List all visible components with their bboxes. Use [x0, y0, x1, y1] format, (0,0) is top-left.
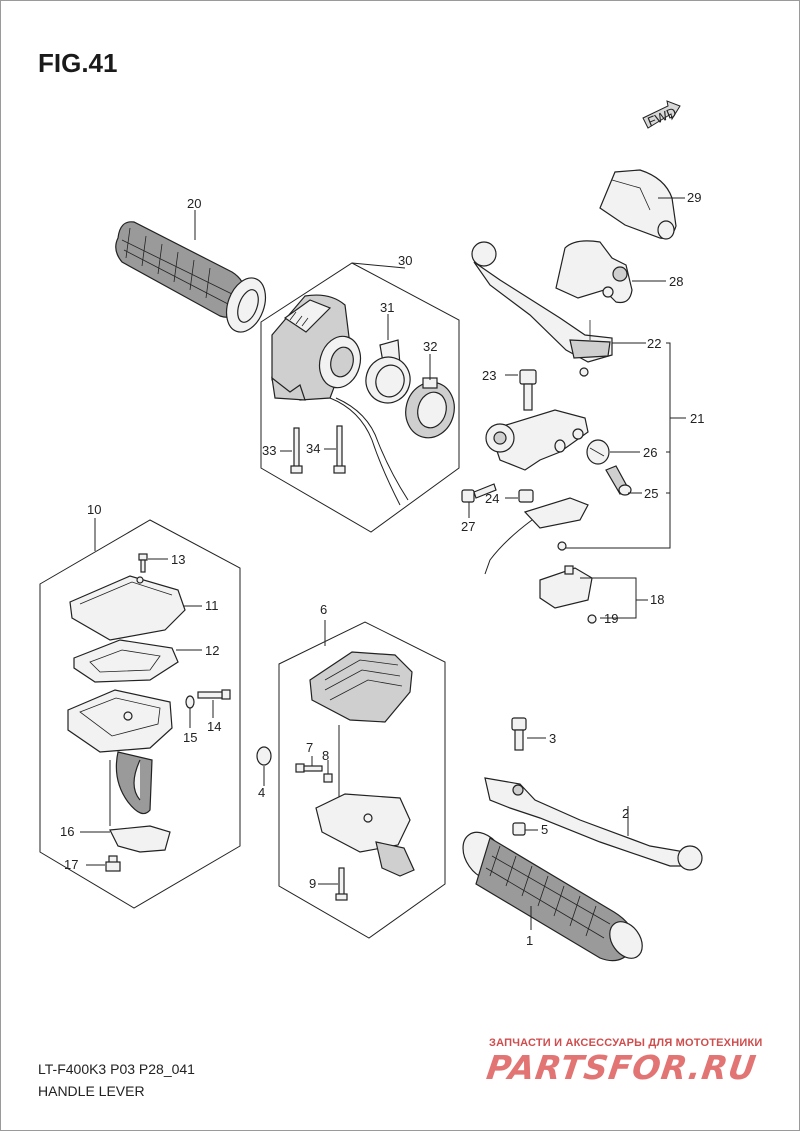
callout-32: 32	[423, 339, 437, 354]
callout-18: 18	[650, 592, 664, 607]
screw-34-part	[333, 425, 346, 474]
screw-9-part	[335, 867, 348, 901]
callout-28: 28	[669, 274, 683, 289]
adjuster-25-part	[605, 465, 632, 496]
pivot-bolt-23-part	[519, 369, 537, 411]
callout-8: 8	[322, 748, 329, 763]
throttle-case-part	[67, 689, 173, 815]
nut-5-part	[512, 822, 526, 836]
watermark-tagline: ЗАПЧАСТИ И АКСЕССУАРЫ ДЛЯ МОТОТЕХНИКИ	[489, 1037, 763, 1049]
callout-20: 20	[187, 196, 201, 211]
callout-7: 7	[306, 740, 313, 755]
callout-34: 34	[306, 441, 320, 456]
model-code: LT-F400K3 P03 P28_041	[38, 1061, 195, 1077]
screw-19-part	[587, 614, 597, 624]
figure-title: FIG.41	[38, 48, 118, 78]
ring-4-part	[256, 746, 272, 766]
callout-22: 22	[647, 336, 661, 351]
callout-9: 9	[309, 876, 316, 891]
group-10-outline	[39, 519, 241, 909]
callout-13: 13	[171, 552, 185, 567]
cap-26-part	[586, 439, 610, 465]
callout-2: 2	[622, 806, 629, 821]
lever-2-part	[484, 777, 703, 871]
callout-11: 11	[205, 598, 219, 613]
brake-switch-part	[484, 497, 589, 575]
callout-23: 23	[482, 368, 496, 383]
bracket-16-part	[109, 825, 171, 853]
upper-housing-part	[309, 651, 413, 723]
group-6-outline	[278, 621, 446, 939]
screw-33-part	[290, 427, 303, 474]
callout-10: 10	[87, 502, 101, 517]
switch-box-part	[271, 294, 409, 506]
bracket-28-part	[555, 240, 633, 304]
watermark-logo: PARTSFOR.RU	[484, 1048, 760, 1087]
callout-29: 29	[687, 190, 701, 205]
callout-31: 31	[380, 300, 394, 315]
washer-15-part	[185, 695, 195, 709]
callout-27: 27	[461, 519, 475, 534]
callout-12: 12	[205, 643, 219, 658]
brake-lever-22-part	[471, 241, 613, 377]
nut-24-part	[518, 489, 534, 503]
callout-5: 5	[541, 822, 548, 837]
callout-33: 33	[262, 443, 276, 458]
lever-holder-part	[485, 409, 589, 471]
callout-17: 17	[64, 857, 78, 872]
callout-3: 3	[549, 731, 556, 746]
switch-knob-31-part	[365, 339, 411, 404]
gasket-12-part	[73, 639, 179, 683]
callout-4: 4	[258, 785, 265, 800]
throttle-cover-11-part	[69, 575, 186, 641]
screw-13-part	[138, 553, 148, 573]
nut-8-part	[323, 773, 333, 783]
cover-29-part	[599, 169, 677, 240]
lower-housing-part	[315, 793, 415, 877]
callout-1: 1	[526, 933, 533, 948]
callout-21: 21	[690, 411, 704, 426]
figure-caption: HANDLE LEVER	[38, 1083, 145, 1099]
callout-30: 30	[398, 253, 412, 268]
callout-26: 26	[643, 445, 657, 460]
screw-7-part	[295, 763, 323, 773]
callout-14: 14	[207, 719, 221, 734]
callout-24: 24	[485, 491, 499, 506]
svg-text:FWD: FWD	[645, 104, 678, 129]
grip-left-part	[115, 221, 267, 333]
collar-32-part	[405, 377, 455, 439]
callout-25: 25	[644, 486, 658, 501]
callout-16: 16	[60, 824, 74, 839]
switch-18-part	[539, 565, 593, 609]
callout-19: 19	[604, 611, 618, 626]
grip-right-part	[462, 831, 643, 962]
callout-15: 15	[183, 730, 197, 745]
bolt-17-part	[105, 855, 121, 872]
fwd-arrow-icon: FWD	[642, 100, 681, 129]
bolt-14-part	[197, 689, 231, 700]
bracket-21	[562, 342, 671, 549]
bolt-3-part	[511, 717, 527, 751]
bolt-27-part	[461, 483, 497, 503]
callout-6: 6	[320, 602, 327, 617]
